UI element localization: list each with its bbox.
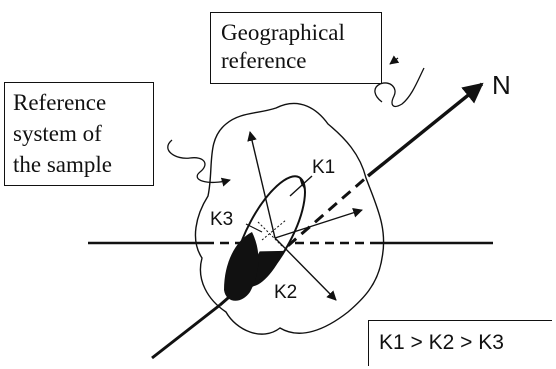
- k3-pointer: [245, 223, 263, 233]
- north-axis-upper: [366, 82, 484, 178]
- geographical-reference-box: Geographical reference: [210, 12, 382, 84]
- k1-pointer: [289, 175, 313, 197]
- north-axis-lower: [151, 303, 221, 360]
- geo-ref-pointer-tip: [389, 55, 400, 65]
- k1-label: K1: [312, 157, 336, 178]
- k3-internal-axis-2: [261, 219, 287, 241]
- sample-reference-line-2: system of: [13, 121, 102, 146]
- geographical-reference-line-2: reference: [221, 48, 307, 73]
- geo-ref-wavy-pointer: [374, 67, 425, 108]
- anisotropy-order-box: K1 > K2 > K3: [368, 320, 552, 366]
- sample-outline: [194, 102, 385, 335]
- ellipsoid-shadow: [224, 232, 259, 301]
- geographical-reference-line-1: Geographical: [221, 20, 345, 45]
- sample-reference-line-3: the sample: [13, 152, 112, 177]
- sample-reference-line-1: Reference: [13, 90, 107, 115]
- anisotropy-order-text: K1 > K2 > K3: [379, 331, 504, 354]
- sample-axis-up: [247, 131, 276, 239]
- sample-axis-down: [274, 237, 337, 301]
- sample-ref-wavy-pointer: [167, 139, 231, 187]
- sample-axis-right: [274, 208, 363, 239]
- north-axis-dashed: [219, 174, 369, 307]
- k2-label: K2: [274, 282, 298, 303]
- sample-reference-box: Reference system of the sample: [4, 82, 154, 186]
- k3-label: K3: [210, 209, 234, 230]
- north-label: N: [492, 70, 511, 100]
